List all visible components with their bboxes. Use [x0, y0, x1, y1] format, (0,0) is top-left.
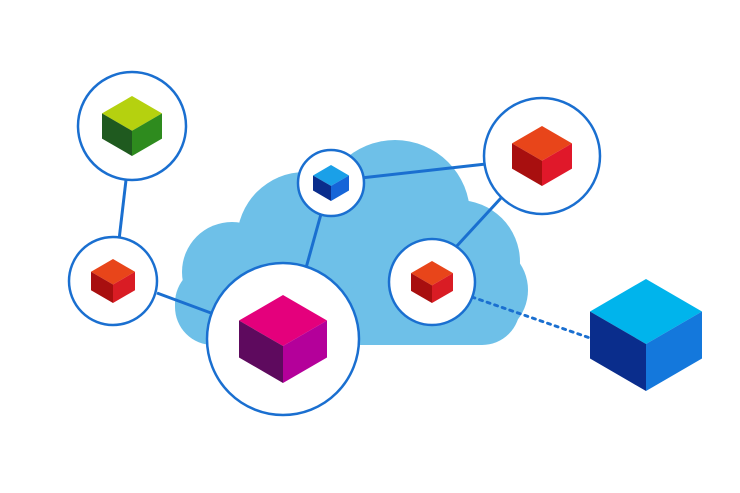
link-group [117, 162, 592, 340]
green-node [76, 70, 188, 182]
link-magenta-to-blue [304, 213, 323, 269]
link-red-left-to-magenta [156, 291, 212, 315]
cube-left-face [313, 175, 331, 201]
magenta-node [205, 261, 361, 417]
cube-icon [239, 295, 327, 383]
large-blue-cube [590, 279, 702, 391]
cube-left-face [102, 113, 132, 156]
cube-right-face [132, 113, 162, 156]
cube-right-face [432, 273, 453, 303]
red-top-right-node [482, 96, 602, 216]
cube-right-face [646, 311, 702, 391]
cube-left-face [239, 320, 283, 383]
small-red-left-node [67, 235, 159, 327]
small-red-right-node [387, 237, 477, 327]
cube-right-face [283, 320, 327, 383]
cube-right-face [542, 143, 572, 186]
cube-icon [512, 126, 572, 186]
cube-icon [313, 165, 349, 201]
cube-icon [102, 96, 162, 156]
cube-icon [91, 259, 135, 303]
link-red-top-right-to-red-right [453, 196, 503, 250]
link-red-right-to-detached-cube [470, 295, 592, 340]
cube-left-face [91, 271, 113, 303]
link-blue-to-red-top-right [360, 162, 487, 180]
cube-right-face [113, 271, 135, 303]
cube-top-face [512, 126, 572, 161]
cube-left-face [411, 273, 432, 303]
cube-right-face [331, 175, 349, 201]
cube-top-face [91, 259, 135, 285]
cube-left-face [512, 143, 542, 186]
cube-left-face [590, 311, 646, 391]
link-green-to-red-left [117, 179, 128, 241]
small-blue-node [296, 148, 366, 218]
cube-icon [411, 261, 453, 303]
cube-top-face [102, 96, 162, 131]
cube-icon [590, 279, 702, 391]
